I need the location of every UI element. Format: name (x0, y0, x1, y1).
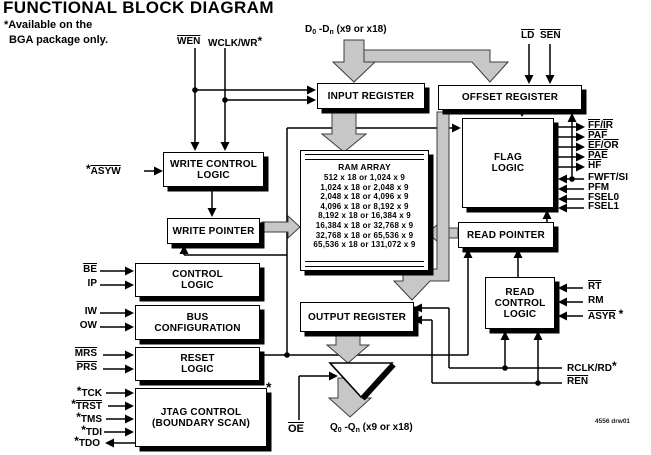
wen-label: WEN (177, 36, 201, 47)
ram-array-title: RAM ARRAY (338, 162, 391, 172)
iw-label: IW (84, 306, 97, 317)
data-bus-label: D0 -Dn (x9 or x18) (305, 24, 387, 36)
flag-logic-box: FLAG LOGIC (462, 118, 554, 208)
hf-label: HF (588, 160, 602, 171)
asyr-label: ASYR * (588, 307, 624, 322)
output-register-down-arrow (325, 331, 371, 364)
jtag-bga-star: * (266, 379, 272, 395)
data-bus-branch-arrow (363, 49, 510, 83)
ef-or-label: EF/OR (588, 140, 619, 151)
control-logic-box: CONTROL LOGIC (135, 263, 260, 297)
wclk-wr-label: WCLK/WR* (208, 34, 263, 49)
paf-label: PAF (588, 130, 608, 141)
ram-array-box: RAM ARRAY 512 x 18 or 1,024 x 9 1,024 x … (300, 150, 429, 271)
write-pointer-box: WRITE POINTER (167, 218, 260, 244)
be-label: BE (83, 264, 97, 275)
data-bus-arrow (331, 39, 377, 83)
ram-size-row: 1,024 x 18 or 2,048 x 9 (320, 182, 409, 192)
sen-label: SEN (540, 30, 561, 41)
fwft-si-label: FWFT/SI (588, 172, 628, 183)
rt-label: RT (588, 281, 602, 292)
pfm-label: PFM (588, 182, 610, 193)
ren-label: REN (567, 376, 589, 387)
oe-label: OE (288, 423, 304, 435)
mrs-label: MRS (74, 348, 97, 359)
output-buffer (328, 362, 396, 401)
tdo-label: *TDO (74, 434, 100, 449)
write-control-logic-box: WRITE CONTROL LOGIC (163, 152, 264, 187)
ip-label: IP (87, 278, 97, 289)
arrowheads (105, 75, 585, 448)
read-control-logic-box: READ CONTROL LOGIC (485, 277, 555, 329)
pae-label: PAE (588, 150, 608, 161)
fsel1-label: FSEL1 (588, 201, 620, 212)
ram-size-row: 32,768 x 18 or 65,536 x 9 (315, 230, 414, 240)
rm-label: RM (588, 295, 604, 306)
input-to-ram-arrow (320, 111, 368, 153)
read-pointer-box: READ POINTER (458, 222, 554, 248)
trst-label: *TRST (71, 397, 102, 412)
page-title: FUNCTIONAL BLOCK DIAGRAM (3, 0, 274, 17)
reset-logic-box: RESET LOGIC (135, 347, 260, 381)
tristate-buffer-triangle (328, 362, 394, 399)
junction-dots (192, 87, 575, 386)
ld-label: LD (521, 30, 535, 41)
write-pointer-to-ram-arrow (261, 214, 301, 240)
rclk-rd-label: RCLK/RD* (567, 359, 617, 374)
q-bus-label: Q0 -Qn (x9 or x18) (330, 422, 413, 434)
ram-size-row: 4,096 x 18 or 8,192 x 9 (320, 201, 409, 211)
offset-register-box: OFFSET REGISTER (438, 85, 582, 110)
bus-configuration-box: BUS CONFIGURATION (135, 305, 260, 340)
tck-label: *TCK (76, 384, 102, 399)
ram-bottom-rule (305, 261, 424, 267)
ram-top-rule (305, 154, 424, 160)
ram-size-row: 16,384 x 18 or 32,768 x 9 (315, 220, 414, 230)
ow-label: OW (79, 320, 97, 331)
input-register-box: INPUT REGISTER (317, 83, 425, 109)
ram-size-row: 8,192 x 18 or 16,384 x 9 (318, 211, 411, 221)
fsel0-label: FSEL0 (588, 192, 620, 203)
footnote-bga: *Available on the BGA package only. (4, 19, 109, 46)
drawing-number: 4556 drw01 (595, 418, 631, 425)
prs-label: PRS (76, 362, 97, 373)
tms-label: *TMS (76, 410, 102, 425)
tdi-label: *TDI (81, 423, 102, 438)
jtag-control-box: JTAG CONTROL (BOUNDARY SCAN) (135, 388, 267, 447)
output-register-box: OUTPUT REGISTER (300, 302, 414, 332)
ff-ir-label: FF/IR (588, 120, 613, 131)
ram-size-row: 65,536 x 18 or 131,072 x 9 (313, 240, 416, 250)
ram-size-row: 512 x 18 or 1,024 x 9 (323, 173, 406, 182)
asyw-label: *ASYW (86, 162, 121, 177)
ram-size-row: 2,048 x 18 or 4,096 x 9 (320, 192, 409, 202)
